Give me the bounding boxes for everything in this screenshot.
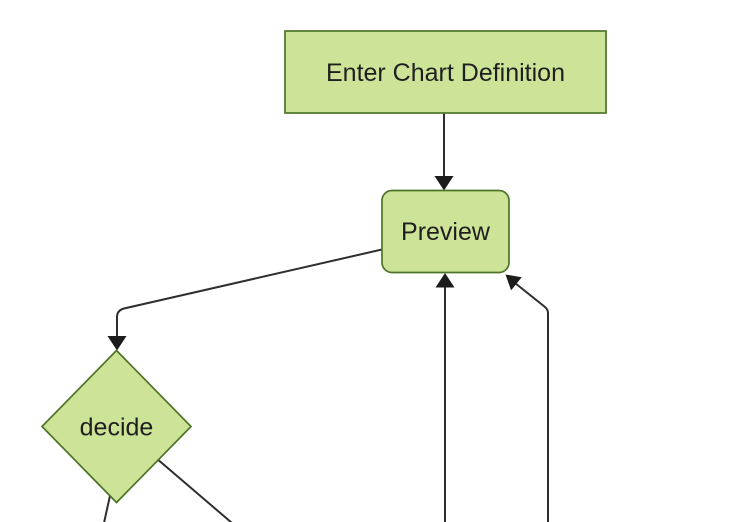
node-preview: Preview (381, 189, 510, 274)
node-preview-shape (381, 189, 510, 274)
node-decide: decide (40, 349, 193, 504)
edge-decide-to-offscreen-right-line (155, 457, 233, 522)
node-enter-chart-definition-shape (284, 30, 607, 114)
node-preview-label: Preview (401, 218, 491, 246)
edge-enter-to-preview-arrowhead (434, 176, 454, 191)
node-enter-chart-definition-label: Enter Chart Definition (326, 59, 565, 87)
edge-decide-to-offscreen-right (155, 457, 233, 522)
node-decide-label: decide (80, 414, 154, 442)
edge-enter-to-preview (434, 113, 454, 191)
edge-offscreen-to-preview-right-line (514, 282, 549, 522)
edge-offscreen-to-preview-center-arrowhead (435, 273, 455, 288)
edge-offscreen-to-preview-center (435, 273, 455, 522)
edge-preview-to-decide-arrowhead (107, 336, 127, 351)
edge-preview-to-decide-line (116, 248, 383, 338)
edge-offscreen-to-preview-right (505, 274, 549, 522)
edge-offscreen-to-preview-right-arrowhead (505, 274, 522, 291)
node-enter-chart-definition: Enter Chart Definition (284, 30, 607, 114)
edge-preview-to-decide (107, 248, 383, 351)
node-decide-shape (40, 349, 193, 504)
